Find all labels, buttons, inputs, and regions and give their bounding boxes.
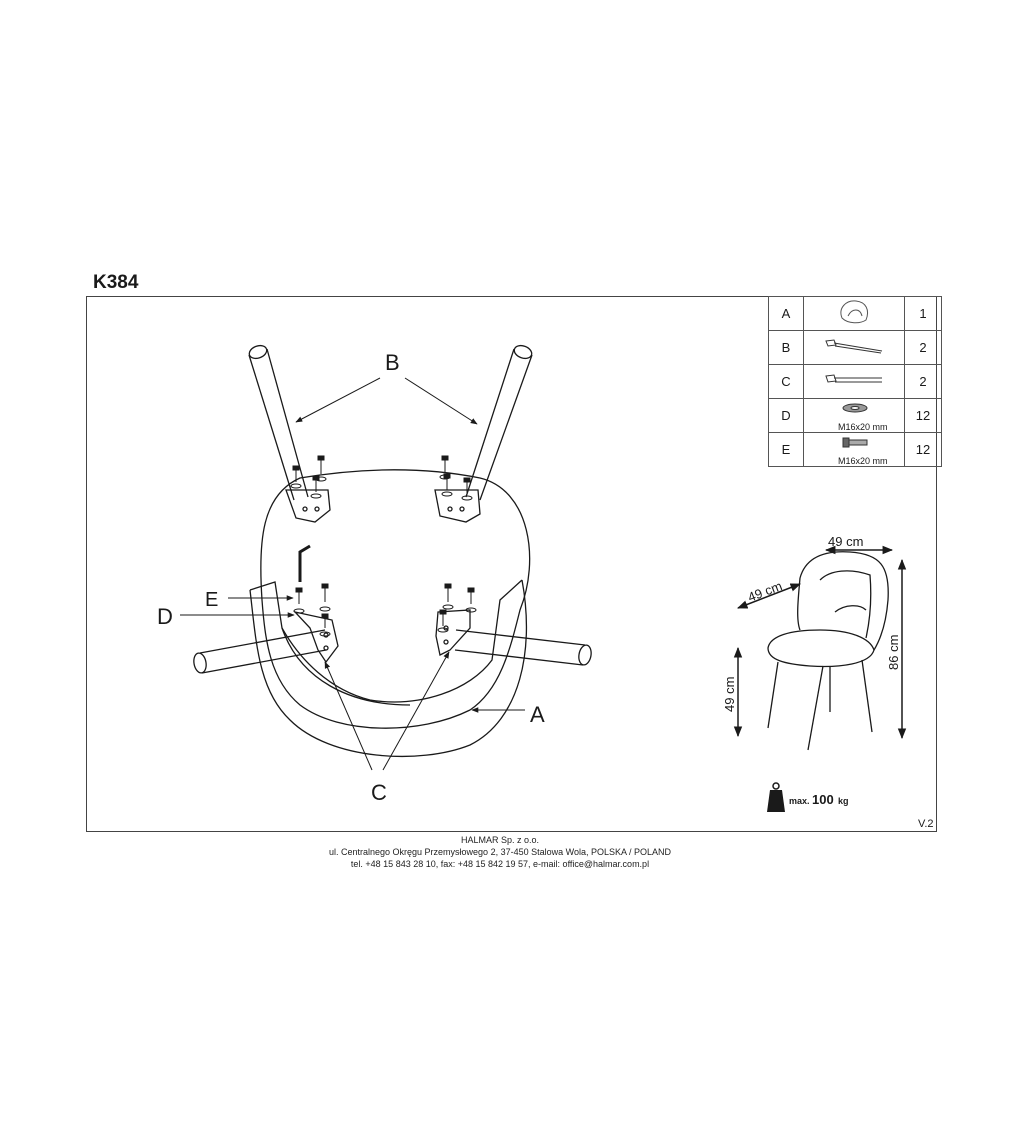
part-letter: B (768, 330, 804, 365)
bolt-icon (293, 587, 305, 614)
diagram-frame (86, 296, 937, 832)
front-leg-right (435, 609, 592, 666)
bolt-icon (461, 477, 473, 501)
max-load-label: max. (789, 796, 810, 806)
footer-company: HALMAR Sp. z o.o. (460, 835, 540, 845)
parts-row: B 2 (768, 330, 942, 365)
bolt-icon (842, 437, 868, 448)
callout-b: B (385, 350, 400, 375)
back-leg-right (434, 344, 533, 523)
dim-seat-height: 49 cm (722, 677, 737, 712)
allen-key-icon (298, 544, 311, 582)
footer-contact: tel. +48 15 843 28 10, fax: +48 15 842 1… (350, 859, 650, 869)
weight-icon (767, 782, 785, 812)
part-letter: E (768, 432, 804, 467)
bolt-icon (465, 587, 477, 613)
part-letter: C (768, 364, 804, 399)
part-icon-cell: M16x20 mm (803, 398, 905, 433)
fastener-group (290, 455, 477, 637)
dim-depth: 49 cm (746, 578, 784, 605)
part-icon-cell (803, 296, 905, 331)
bolt-icon (310, 475, 322, 499)
parts-row: C 2 (768, 364, 942, 399)
back-leg-icon (825, 339, 883, 354)
model-title: K384 (93, 272, 139, 293)
part-icon-cell (803, 330, 905, 365)
max-load-value: 100 (812, 792, 834, 807)
part-qty: 12 (904, 398, 942, 433)
part-qty: 2 (904, 364, 942, 399)
callout-e: E (205, 589, 218, 611)
part-icon-cell: M16x20 mm (803, 432, 905, 467)
parts-row: A 1 (768, 296, 942, 331)
callout-c: C (371, 780, 387, 805)
part-letter: D (768, 398, 804, 433)
front-leg-icon (825, 374, 882, 383)
part-qty: 1 (904, 296, 942, 331)
callout-a: A (530, 702, 545, 727)
part-spec: M16x20 mm (838, 422, 888, 432)
bolt-icon (319, 583, 331, 612)
back-leg-left (248, 344, 331, 523)
footer-address: ul. Centralnego Okręgu Przemysłowego 2, … (328, 847, 671, 857)
max-load-unit: kg (838, 796, 849, 806)
dim-width: 49 cm (828, 534, 863, 549)
part-icon-cell (803, 364, 905, 399)
seat-shell (249, 469, 531, 758)
bolt-icon (437, 609, 449, 633)
callout-d: D (157, 604, 173, 629)
bolt-icon (319, 613, 331, 637)
parts-row: D M16x20 mm 12 (768, 398, 942, 433)
part-spec: M16x20 mm (838, 456, 888, 466)
dim-height: 86 cm (886, 635, 901, 670)
seat-shell-icon (840, 300, 869, 324)
front-leg-left (193, 610, 339, 674)
bolt-icon (442, 583, 454, 610)
parts-table: A 1 B 2 C 2 D (768, 296, 942, 467)
part-qty: 2 (904, 330, 942, 365)
bolt-icon (290, 465, 302, 489)
chair-side-view (767, 551, 889, 751)
part-letter: A (768, 296, 804, 331)
washer-icon (842, 403, 868, 413)
version-label: V.2 (918, 818, 934, 830)
part-qty: 12 (904, 432, 942, 467)
footer: HALMAR Sp. z o.o. ul. Centralnego Okręgu… (0, 834, 1000, 870)
bolt-icon (441, 473, 453, 497)
parts-row: E M16x20 mm 12 (768, 432, 942, 467)
